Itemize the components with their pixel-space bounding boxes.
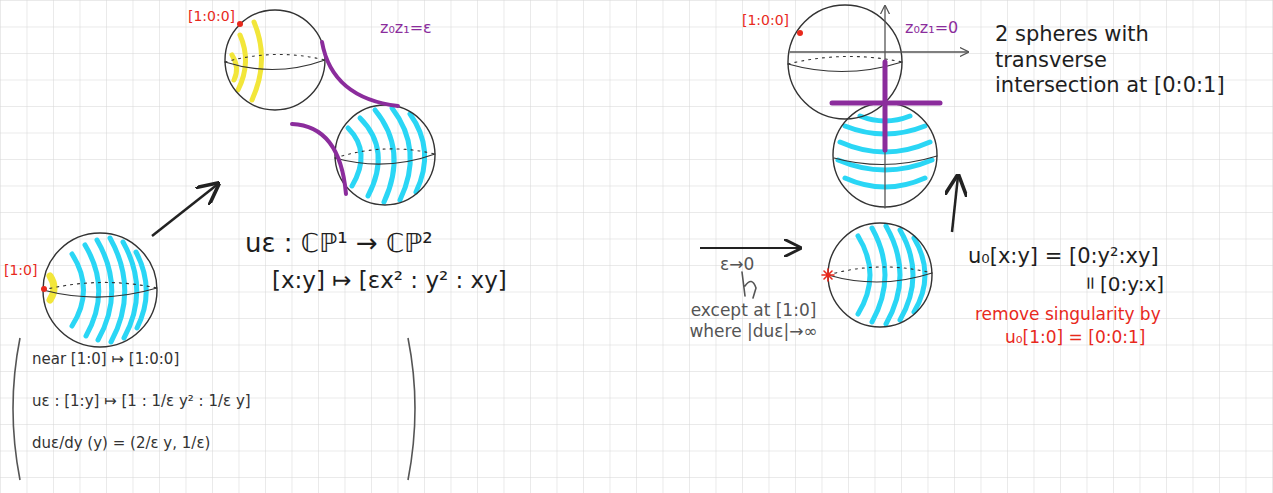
limit-label: ε→0 [720, 254, 754, 275]
brace-mark [742, 272, 756, 298]
bracket [13, 338, 20, 480]
equator [335, 154, 435, 164]
axis [884, 6, 885, 208]
equator [828, 273, 932, 282]
formula: uε : [1:y] ↦ [1 : 1/ε y² : 1/ε y] [32, 392, 251, 410]
hyperbola-branch [292, 124, 346, 194]
limit-arrow [700, 247, 800, 249]
map-formula: [x:y] ↦ [εx² : y² : xy] [272, 266, 507, 294]
cyan-stripe [110, 238, 125, 342]
point-marker [41, 286, 47, 292]
equator [43, 288, 157, 297]
equator-hidden [43, 282, 157, 290]
equator-hidden [335, 149, 435, 158]
yellow-stripe [252, 22, 262, 100]
cyan-stripe [914, 238, 925, 312]
sphere-outline [43, 233, 157, 347]
point-marker [237, 21, 243, 27]
equator-hidden [828, 267, 932, 275]
sphere-outline [335, 105, 435, 205]
point-label: [1:0:0] [742, 12, 789, 29]
arrow [952, 176, 958, 232]
cyan-stripe [410, 114, 425, 192]
arrow [152, 184, 218, 236]
bracket [408, 338, 415, 480]
cyan-stripe [858, 236, 870, 314]
cyan-stripe [375, 110, 394, 202]
equator-hidden [225, 54, 325, 62]
cyan-stripe [72, 254, 84, 326]
point-label: [1:0] [4, 262, 37, 279]
formula: duε/dy (y) = (2/ε y, 1/ε) [32, 434, 210, 452]
equator [225, 60, 325, 70]
cyan-stripe [872, 228, 885, 322]
cyan-stripe [886, 226, 900, 324]
note: 2 spheres with transverse intersection a… [995, 22, 1235, 99]
sphere-outline [225, 10, 325, 110]
note: remove singularity by [975, 304, 1161, 325]
map-formula: u₀[x:y] = [0:y²:xy] [968, 244, 1159, 270]
yellow-stripe [238, 35, 246, 90]
cyan-stripe [136, 252, 146, 328]
point-marker [797, 30, 803, 36]
singular-point [822, 269, 834, 281]
map-formula: [0:y:x] [1100, 272, 1164, 296]
point-label: [1:0:0] [188, 8, 235, 25]
cyan-stripe [85, 245, 99, 336]
cyan-stripe [97, 240, 112, 340]
cyan-stripe [900, 230, 913, 320]
node-cross [883, 62, 888, 150]
equation-label: z₀z₁=0 [905, 18, 958, 38]
cyan-stripe [348, 128, 361, 186]
note: near [1:0] ↦ [1:0:0] [32, 350, 179, 368]
axis [790, 51, 968, 52]
equality-mark: = [1080, 275, 1102, 290]
map-definition: uε : ℂℙ¹ → ℂℙ² [245, 228, 433, 260]
yellow-stripe [232, 55, 237, 80]
cyan-stripe [123, 242, 137, 338]
hyperbola-branch [322, 42, 398, 106]
map-formula: u₀[1:0] = [0:0:1] [1005, 327, 1145, 348]
equation-label: z₀z₁=ε [380, 18, 432, 38]
sphere-outline [828, 223, 932, 327]
cyan-stripe [392, 108, 410, 200]
note: except at [1:0] where |duε|→∞ [686, 300, 821, 341]
